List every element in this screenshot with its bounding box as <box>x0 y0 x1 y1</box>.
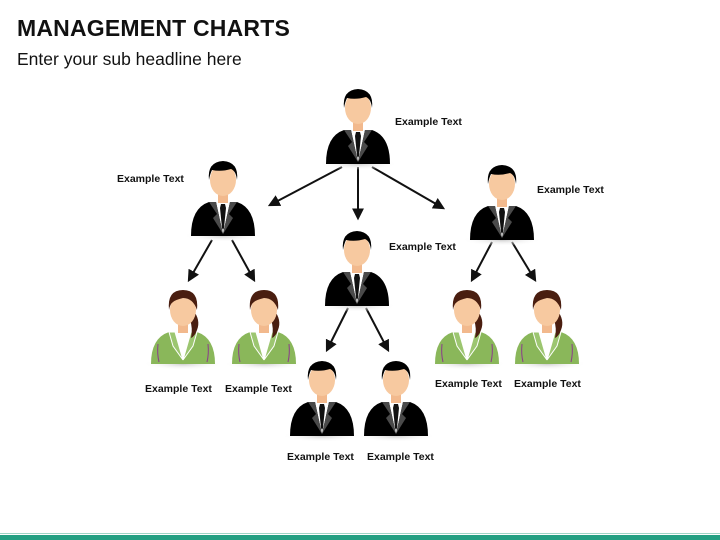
female-avatar-icon <box>507 280 587 370</box>
arrow-left-to-staff2 <box>231 239 256 283</box>
staff-center-1-avatar: .c5 .suit{fill:#f39a2a}.c5 .hair{fill:#9… <box>282 352 362 442</box>
male-avatar-icon: .c6 .suit{fill:#f39a2a}.c6 .hair{fill:#9… <box>356 352 436 442</box>
arrow-left-to-staff1 <box>187 239 213 283</box>
staff-left-1-label: Example Text <box>145 383 212 395</box>
manager-center-avatar: .c3 .suit{fill:#3f5266}.c3 .hair{fill:#4… <box>317 222 397 312</box>
male-avatar-icon: .c3 .suit{fill:#3f5266}.c3 .hair{fill:#4… <box>317 222 397 312</box>
female-avatar-icon <box>143 280 223 370</box>
male-avatar-icon: .c1 .suit{fill:#1e73be}.c1 .hair{fill:#4… <box>318 80 398 170</box>
staff-right-2-avatar <box>507 280 587 370</box>
arrow-ceo-to-left <box>267 166 343 207</box>
ceo-label: Example Text <box>395 116 462 128</box>
staff-left-2-label: Example Text <box>225 383 292 395</box>
staff-right-2-label: Example Text <box>514 378 581 390</box>
male-avatar-icon: .c5 .suit{fill:#f39a2a}.c5 .hair{fill:#9… <box>282 352 362 442</box>
manager-left-avatar: .c2 .suit{fill:#27a07f}.c2 .hair{fill:#4… <box>183 152 263 242</box>
manager-right-avatar: .c4 .suit{fill:#27a07f}.c4 .hair{fill:#4… <box>462 156 542 246</box>
manager-center-label: Example Text <box>389 241 456 253</box>
male-avatar-icon: .c4 .suit{fill:#27a07f}.c4 .hair{fill:#4… <box>462 156 542 246</box>
arrow-ceo-to-right <box>371 166 446 210</box>
male-avatar-icon: .c2 .suit{fill:#27a07f}.c2 .hair{fill:#4… <box>183 152 263 242</box>
manager-right-label: Example Text <box>537 184 604 196</box>
arrow-right-to-staff1 <box>470 241 493 283</box>
page-title: MANAGEMENT CHARTS <box>17 15 290 41</box>
footer-divider <box>0 533 720 534</box>
ceo-avatar: .c1 .suit{fill:#1e73be}.c1 .hair{fill:#4… <box>318 80 398 170</box>
staff-right-1-avatar <box>427 280 507 370</box>
staff-center-1-label: Example Text <box>287 451 354 463</box>
staff-left-1-avatar <box>143 280 223 370</box>
staff-center-2-label: Example Text <box>367 451 434 463</box>
arrow-center-to-staff1 <box>325 307 349 353</box>
footer-accent-bar <box>0 535 720 540</box>
manager-left-label: Example Text <box>117 173 184 185</box>
arrow-right-to-staff2 <box>511 241 537 283</box>
staff-right-1-label: Example Text <box>435 378 502 390</box>
arrow-center-to-staff2 <box>365 307 390 353</box>
page-subtitle: Enter your sub headline here <box>17 49 242 69</box>
staff-center-2-avatar: .c6 .suit{fill:#f39a2a}.c6 .hair{fill:#9… <box>356 352 436 442</box>
female-avatar-icon <box>427 280 507 370</box>
